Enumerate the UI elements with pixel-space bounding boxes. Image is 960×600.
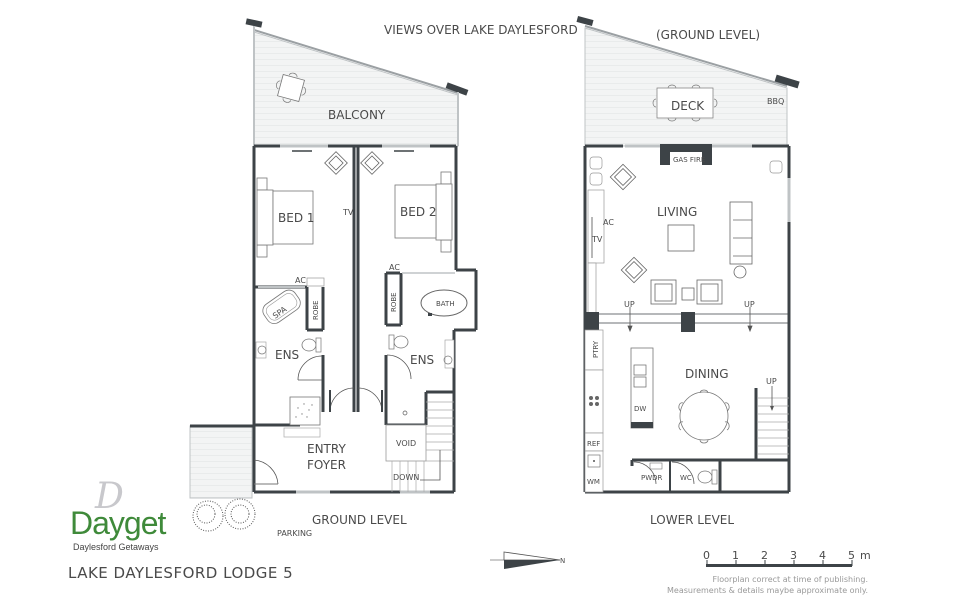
label-up-1: UP <box>624 300 635 309</box>
label-bath: BATH <box>436 300 455 308</box>
disclaimer-line-1: Floorplan correct at time of publishing. <box>712 575 868 584</box>
bed-2-icon <box>394 171 453 253</box>
label-pantry: PTRY <box>592 340 600 358</box>
room-living: LIVING <box>657 205 697 219</box>
logo-mark: D <box>95 476 124 517</box>
scale-tick-3: 3 <box>790 549 797 562</box>
label-pwdr: PWDR <box>641 474 663 482</box>
label-gas-fire: GAS FIRE <box>673 156 705 164</box>
bed-1-icon <box>256 177 314 258</box>
balcony-table-icon <box>275 72 307 103</box>
scale-tick-4: 4 <box>819 549 826 562</box>
lower-level-plan <box>576 16 800 494</box>
room-ens-1: ENS <box>275 348 299 362</box>
label-up-2: UP <box>744 300 755 309</box>
ground-level-title: GROUND LEVEL <box>312 513 407 527</box>
scale-bar: 0 1 2 3 4 5 m <box>703 549 871 567</box>
label-tv-lower: TV <box>591 235 603 244</box>
disclaimer-line-2: Measurements & details maybe approximate… <box>667 586 868 595</box>
logo-tagline: Daylesford Getaways <box>73 542 159 552</box>
label-parking: PARKING <box>277 529 312 538</box>
room-bed-2: BED 2 <box>400 205 437 219</box>
label-up-3: UP <box>766 377 777 386</box>
scale-tick-2: 2 <box>761 549 768 562</box>
spa-icon <box>262 289 301 324</box>
label-void: VOID <box>396 439 416 448</box>
label-ac-lower: AC <box>603 218 614 227</box>
label-ac-2: AC <box>389 263 400 272</box>
dining-table-icon <box>678 389 730 444</box>
room-ens-2: ENS <box>410 353 434 367</box>
room-bed-1: BED 1 <box>278 211 315 225</box>
kitchen-island <box>630 347 654 429</box>
label-ac-1: AC <box>295 276 306 285</box>
scale-tick-5: 5 <box>848 549 855 562</box>
north-arrow-icon: N <box>490 551 565 569</box>
label-robe-2: ROBE <box>390 292 398 312</box>
label-ref: REF <box>587 440 600 448</box>
disclaimer: Floorplan correct at time of publishing.… <box>667 574 868 596</box>
label-robe-1: ROBE <box>312 300 320 320</box>
ground-level-note: (GROUND LEVEL) <box>656 28 760 42</box>
scale-tick-1: 1 <box>732 549 739 562</box>
property-title: LAKE DAYLESFORD LODGE 5 <box>68 564 294 582</box>
views-label: VIEWS OVER LAKE DAYLESFORD <box>384 23 578 37</box>
bath-icon <box>420 289 468 317</box>
label-wm: WM <box>587 478 600 486</box>
label-down: DOWN <box>393 473 419 482</box>
deck-area <box>584 27 788 147</box>
room-foyer: FOYER <box>307 458 346 472</box>
room-deck: DECK <box>671 99 705 113</box>
logo-name: Dayget <box>70 505 166 541</box>
scale-tick-0: 0 <box>703 549 710 562</box>
lower-level-title: LOWER LEVEL <box>650 513 734 527</box>
shrub-icon <box>192 498 256 532</box>
label-tv-ground: TV <box>342 208 354 217</box>
label-wc: WC <box>680 474 692 482</box>
ground-level-plan <box>189 18 478 532</box>
label-dw: DW <box>634 405 646 413</box>
deck-table-icon <box>652 84 718 122</box>
room-balcony: BALCONY <box>328 108 386 122</box>
room-entry: ENTRY <box>307 442 346 456</box>
north-label: N <box>560 557 565 565</box>
room-dining: DINING <box>685 367 729 381</box>
label-bbq: BBQ <box>767 97 784 106</box>
scale-unit: m <box>860 549 871 562</box>
